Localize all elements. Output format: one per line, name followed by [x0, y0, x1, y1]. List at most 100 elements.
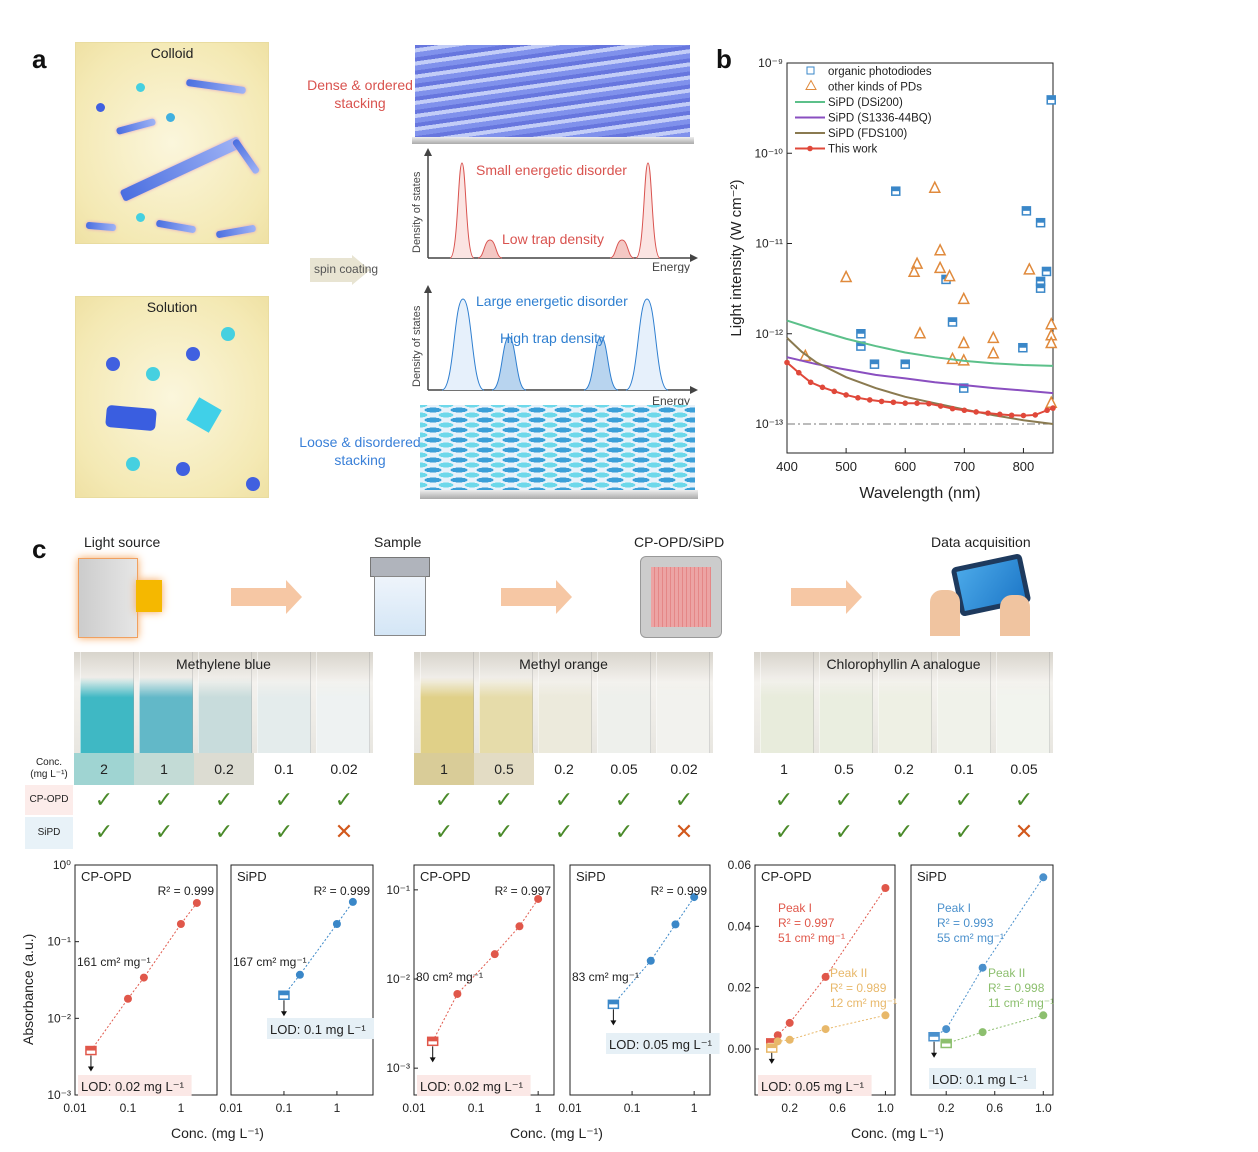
x-tick-label: 0.1	[624, 1101, 641, 1115]
data-point	[978, 1028, 987, 1037]
dos-plot-ordered: Density of states Energy Small energetic…	[411, 148, 698, 273]
slope-label: 83 cm² mg⁻¹	[572, 970, 639, 984]
conc-cell: 0.2	[874, 753, 934, 785]
data-point-fill	[1018, 343, 1027, 348]
molecule	[246, 477, 260, 491]
conc-cell: 1	[414, 753, 474, 785]
light-source-icon	[78, 558, 138, 638]
data-point	[961, 407, 968, 414]
data-point	[332, 919, 341, 928]
peak-label: Peak I	[778, 901, 812, 915]
data-point-fill	[856, 329, 865, 334]
conc-axis-label: Conc. (mg L⁻¹)	[171, 1125, 264, 1141]
polymer-rod	[231, 138, 261, 175]
legend-label: SiPD (DSi200)	[828, 97, 903, 109]
data-point	[348, 897, 357, 906]
dos-note: Small energetic disorder	[476, 162, 627, 178]
polymer-fiber	[119, 136, 243, 202]
check-icon: ✓	[554, 819, 574, 844]
vial	[139, 652, 193, 753]
panel-label-b: b	[716, 44, 732, 74]
data-point	[978, 963, 987, 972]
data-point	[819, 384, 826, 391]
data-point	[690, 893, 699, 902]
y-tick-label: 10⁻²	[386, 972, 410, 986]
check-icon: ✓	[94, 787, 114, 812]
data-point-fill	[1036, 284, 1045, 289]
lod-point-fill	[608, 1000, 619, 1005]
dense-label-line: Dense & ordered	[307, 77, 413, 93]
solution-illustration: Solution	[75, 296, 269, 498]
arrow-icon	[768, 1058, 775, 1064]
check-icon: ✓	[94, 819, 114, 844]
hand-icon	[930, 590, 960, 636]
chart-title: CP-OPD	[761, 869, 812, 884]
step-data-label: Data acquisition	[931, 534, 1031, 550]
dos-peak	[635, 162, 661, 259]
data-point	[192, 898, 201, 907]
molecule	[126, 457, 140, 471]
x-tick-label: 0.1	[276, 1101, 293, 1115]
check-icon: ✓	[954, 819, 974, 844]
lod-point-fill	[941, 1039, 952, 1044]
trap-peak	[583, 336, 619, 391]
slope-label: 167 cm² mg⁻¹	[233, 955, 307, 969]
molecule	[186, 397, 222, 433]
y-tick-label: 10⁻³	[386, 1061, 410, 1075]
x-tick-label: 0.01	[219, 1101, 243, 1115]
data-point	[985, 410, 991, 416]
r2-label: R² = 0.999	[314, 884, 371, 898]
light-source-lamp	[136, 580, 162, 612]
dos-xlabel: Energy	[652, 394, 690, 408]
data-point	[807, 379, 814, 386]
fit-line	[613, 896, 695, 1005]
trap-peak	[477, 239, 503, 259]
slope-label: 80 cm² mg⁻¹	[416, 970, 483, 984]
arrow-icon	[429, 1057, 436, 1063]
data-point	[1045, 335, 1058, 349]
data-point	[1039, 873, 1048, 882]
arrow-icon	[931, 1052, 938, 1058]
legend-marker	[806, 66, 815, 75]
data-point-fill	[959, 384, 968, 389]
legend-label: organic photodiodes	[828, 66, 932, 78]
data-point	[949, 405, 956, 412]
data-point	[646, 956, 655, 965]
polymer-rod	[85, 221, 117, 232]
solution-title: Solution	[146, 299, 198, 315]
chart-title: CP-OPD	[81, 869, 132, 884]
slope-label: 12 cm² mg⁻¹	[830, 996, 897, 1010]
flow-arrow-icon	[501, 580, 572, 614]
dye-name: Methylene blue	[176, 656, 271, 672]
data-point-fill	[948, 317, 957, 322]
peak-label: Peak I	[937, 901, 971, 915]
lod-label: LOD: 0.1 mg L⁻¹	[270, 1022, 366, 1037]
dos-peak	[449, 162, 475, 259]
vial	[597, 652, 651, 753]
check-icon: ✓	[434, 819, 454, 844]
cross-icon: ✕	[1014, 819, 1034, 844]
fit-line	[933, 876, 1044, 1038]
chart-title: SiPD	[917, 869, 947, 884]
vial	[538, 652, 592, 753]
x-tick-label: 0.01	[402, 1101, 426, 1115]
dos-note: Low trap density	[502, 231, 604, 247]
legend-label: SiPD (S1336-44BQ)	[828, 113, 932, 125]
slope-label: 11 cm² mg⁻¹	[988, 996, 1054, 1010]
trap-peak	[609, 239, 635, 259]
lod-point-fill	[766, 1038, 777, 1043]
data-point	[671, 920, 680, 929]
dye-photo: Methylene blue	[74, 652, 373, 753]
check-icon: ✓	[894, 819, 914, 844]
polymer-rod	[115, 117, 157, 136]
x-tick-label: 0.2	[938, 1101, 955, 1115]
lod-box	[758, 1075, 872, 1096]
data-point-fill	[1036, 218, 1045, 223]
data-point	[773, 1031, 782, 1040]
lod-point-fill	[766, 1044, 777, 1049]
r2-label: R² = 0.999	[651, 884, 708, 898]
colloid-title: Colloid	[150, 45, 194, 61]
r2-label: R² = 0.997	[778, 916, 835, 930]
data-point	[878, 398, 885, 405]
dos-ylabel: Density of states	[411, 171, 423, 253]
